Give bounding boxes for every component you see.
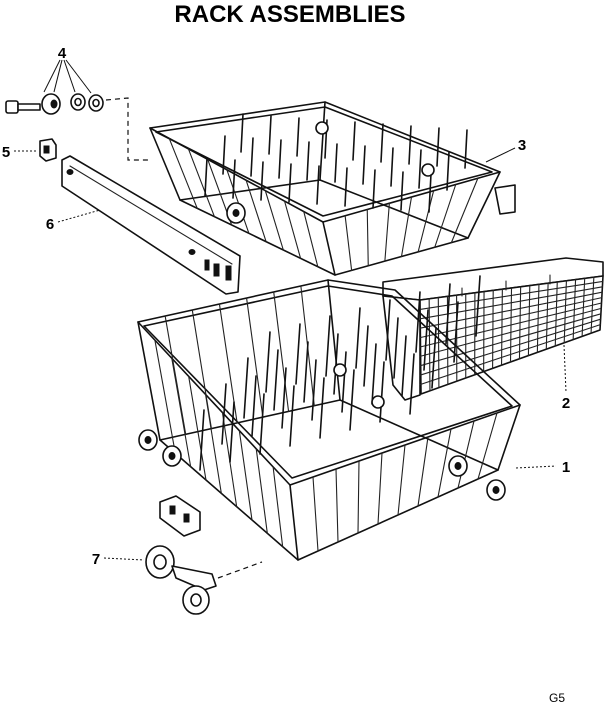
callout-4: 4 <box>58 45 67 62</box>
page-code: G5 <box>549 691 565 705</box>
callout-3: 3 <box>518 137 526 154</box>
part-4-hardware <box>5 59 148 161</box>
callout-2: 2 <box>562 395 570 412</box>
callout-7: 7 <box>92 551 100 568</box>
callout-6: 6 <box>46 216 54 233</box>
diagram-title: RACK ASSEMBLIES <box>174 1 405 28</box>
callout-5: 5 <box>2 144 10 161</box>
part-3-upper-rack <box>149 101 516 276</box>
part-6-rail <box>57 155 241 295</box>
part-1-lower-rack <box>137 275 557 561</box>
part-5-clip <box>14 138 57 162</box>
part-2-silverware-basket <box>382 257 604 401</box>
callout-1: 1 <box>562 459 570 476</box>
part-7-wheel-assembly <box>103 495 263 615</box>
